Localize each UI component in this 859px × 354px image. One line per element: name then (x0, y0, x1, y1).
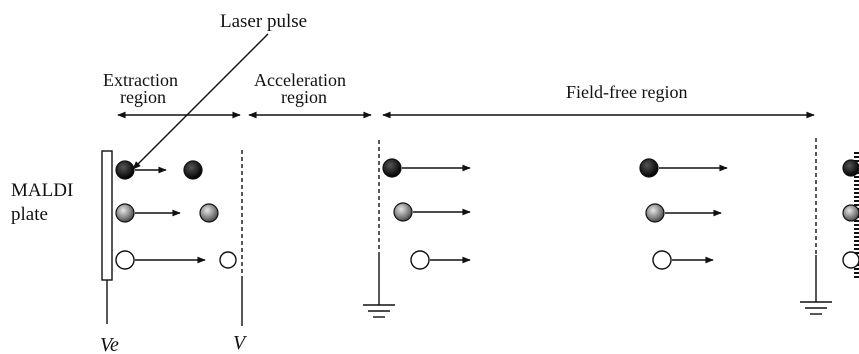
ground-symbol-left (363, 304, 395, 318)
laser-pulse-label: Laser pulse (220, 11, 307, 32)
ion-black (183, 160, 203, 180)
ion-grey (115, 203, 135, 223)
v-voltage-label: V (233, 332, 248, 354)
ion-black (842, 159, 859, 177)
field-free-region-label: Field-free region (566, 82, 687, 102)
maldi-plate (101, 150, 113, 281)
ion-black (115, 160, 135, 180)
laser-pulse-arrow (132, 33, 269, 170)
ion-white (842, 251, 859, 269)
extraction-region-label-line1: Extraction (103, 70, 178, 90)
ion-grey (199, 203, 219, 223)
ion-white (652, 250, 672, 270)
maldi-plate-label-line2: plate (11, 204, 48, 225)
ground-symbol-right (800, 301, 832, 315)
ion-white (219, 251, 237, 269)
ion-white (115, 250, 135, 270)
ion-grey (393, 202, 413, 222)
acceleration-region-label-line2: region (281, 87, 327, 107)
ve-voltage-label: Ve (100, 334, 119, 354)
ion-black (382, 158, 402, 178)
acceleration-region-label-line1: Acceleration (254, 70, 346, 90)
extraction-region-label-line2: region (120, 87, 166, 107)
ion-black (639, 158, 659, 178)
ion-grey (645, 203, 665, 223)
maldi-plate-label-line1: MALDI (11, 180, 73, 201)
ion-white (410, 250, 430, 270)
ion-grey (842, 204, 859, 222)
